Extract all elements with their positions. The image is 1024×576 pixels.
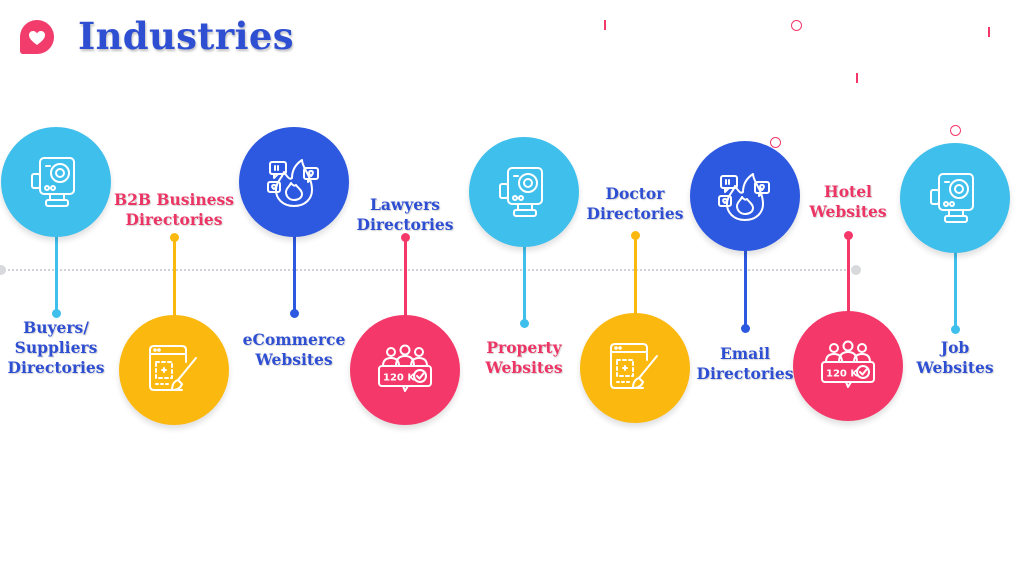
- industry-label-line: Suppliers: [14, 338, 98, 357]
- tick-decoration: [988, 27, 990, 37]
- ring-decoration: [950, 125, 961, 136]
- timeline-end-cap: [851, 265, 861, 275]
- industry-label-line: Directories: [586, 204, 684, 223]
- industry-label-line: Buyers/: [23, 318, 89, 337]
- industry-label-line: Directories: [356, 215, 454, 234]
- timeline-start-cap: [0, 265, 6, 275]
- industry-label-line: Websites: [485, 358, 563, 377]
- timeline-connector: [846, 235, 850, 313]
- industry-circle: [690, 141, 800, 251]
- timeline-dot: [843, 230, 853, 240]
- industry-label-line: Directories: [696, 364, 794, 383]
- industry-circle: [119, 315, 229, 425]
- industry-label-line: Websites: [916, 358, 994, 377]
- industry-label-line: Websites: [809, 202, 887, 221]
- industry-label-line: Directories: [125, 210, 223, 229]
- timeline-dot: [289, 308, 299, 318]
- timeline-connector: [743, 249, 747, 328]
- timeline-dot: [400, 232, 410, 242]
- timeline-dot: [519, 318, 529, 328]
- industry-label-line: Job: [940, 338, 970, 357]
- timeline-connector: [172, 237, 176, 317]
- timeline-dot: [51, 308, 61, 318]
- industry-circle: 120 K: [793, 311, 903, 421]
- industry-circle: 120 K: [350, 315, 460, 425]
- timeline-dot: [950, 324, 960, 334]
- timeline-connector: [522, 245, 526, 323]
- timeline-connector: [403, 237, 407, 317]
- tick-decoration: [856, 73, 858, 83]
- ring-decoration: [791, 20, 802, 31]
- industry-label-line: Lawyers: [369, 195, 441, 214]
- industry-label-line: Directories: [7, 358, 105, 377]
- timeline-dot: [740, 323, 750, 333]
- timeline-dot: [630, 230, 640, 240]
- industry-circle: [580, 313, 690, 423]
- timeline-connector: [633, 235, 637, 315]
- timeline-connector: [953, 251, 957, 329]
- industry-label-line: B2B Business: [114, 190, 234, 209]
- page-title: Industries: [78, 14, 294, 58]
- heart-icon: [20, 20, 54, 54]
- industry-label-line: Hotel: [824, 182, 872, 201]
- timeline-dot: [169, 232, 179, 242]
- industry-label-line: Websites: [255, 350, 333, 369]
- audience-count-text: 120 K: [383, 373, 416, 384]
- industry-label-line: Email: [719, 344, 771, 363]
- tick-decoration: [604, 20, 606, 30]
- industry-label-line: eCommerce: [242, 330, 346, 349]
- timeline-axis: [0, 269, 858, 271]
- industry-label-line: Property: [486, 338, 562, 357]
- timeline-connector: [292, 235, 296, 313]
- industry-circle: [900, 143, 1010, 253]
- timeline-connector: [54, 235, 58, 313]
- industry-circle: [1, 127, 111, 237]
- audience-count-text: 120 K: [826, 369, 859, 380]
- industry-label-line: Doctor: [605, 184, 665, 203]
- ring-decoration: [770, 137, 781, 148]
- industry-circle: [239, 127, 349, 237]
- industry-circle: [469, 137, 579, 247]
